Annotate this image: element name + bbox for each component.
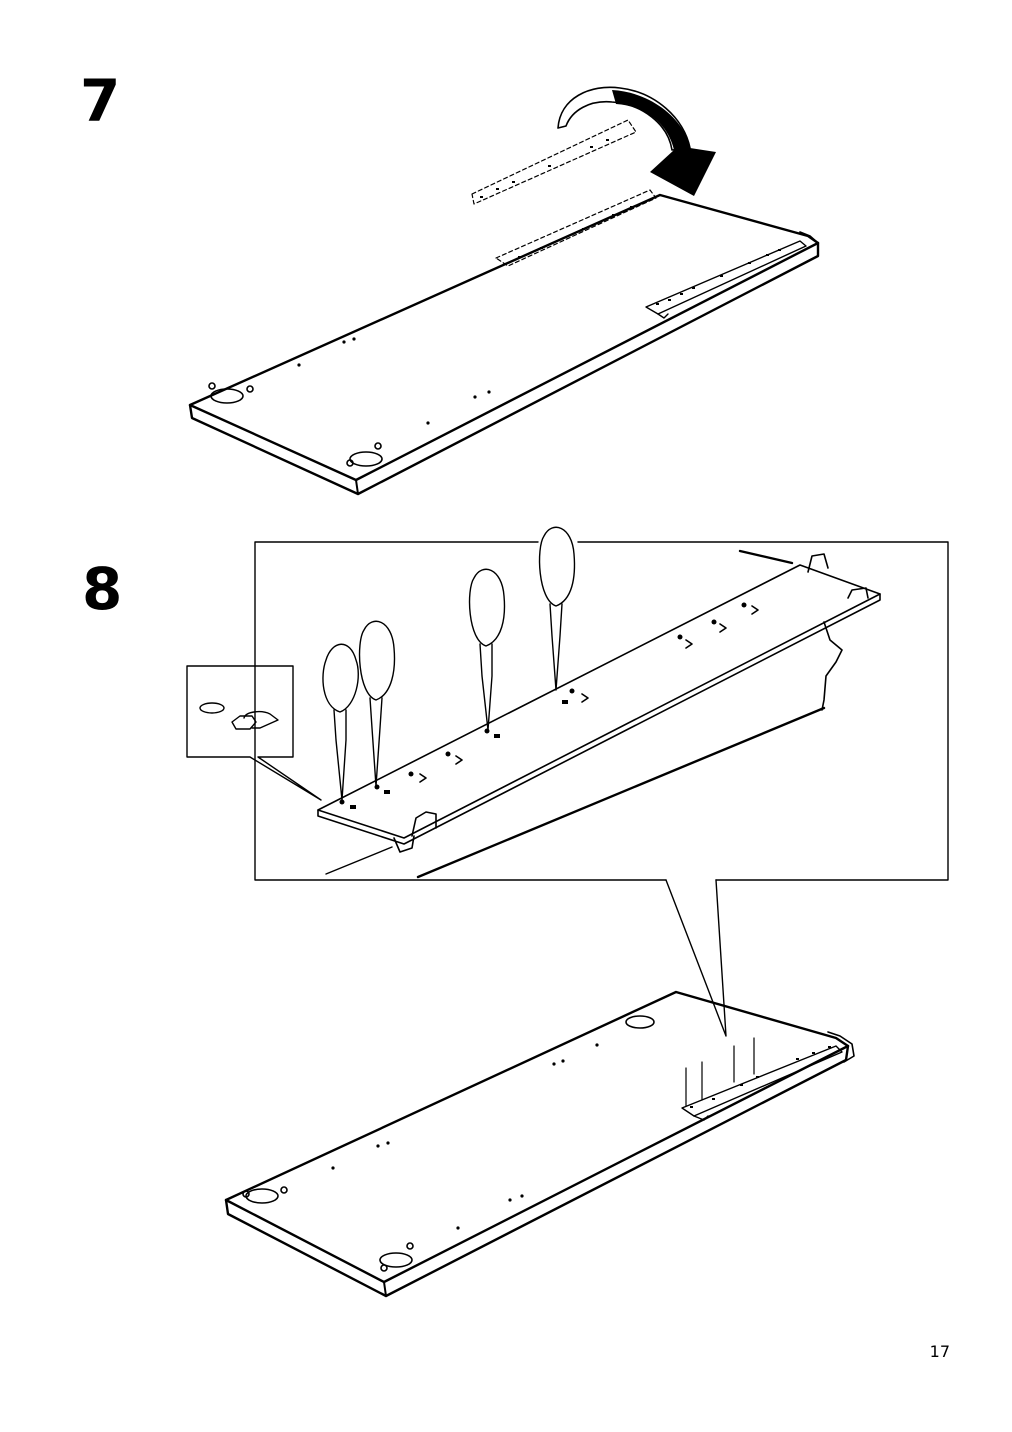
cam-hole-icon	[625, 1015, 655, 1029]
cam-hole-icon	[346, 442, 383, 467]
step8-detail-frame	[186, 526, 949, 1037]
mounted-rail	[681, 1045, 843, 1121]
step-number: 8	[82, 555, 123, 623]
rail-closeup	[317, 553, 881, 853]
cam-hole-icon	[379, 1242, 414, 1272]
panel-top-face	[188, 193, 820, 482]
step7-panel	[188, 86, 820, 496]
step-number: 7	[80, 67, 121, 135]
awl-icon	[322, 643, 359, 801]
panel-front-edge	[188, 241, 820, 496]
awl-icon	[358, 620, 396, 787]
flip-arrow-icon	[557, 86, 716, 196]
step8-panel	[224, 990, 855, 1298]
panel-top-face	[224, 990, 850, 1284]
page-number: 17	[929, 1342, 950, 1361]
mounted-rail	[645, 240, 807, 319]
hole-detail-inset	[186, 665, 322, 801]
ghost-rail	[471, 119, 657, 267]
panel-front-edge	[224, 1044, 850, 1298]
cam-hole-icon	[242, 1186, 288, 1204]
awl-icon	[538, 526, 576, 691]
cam-hole-icon	[208, 382, 254, 404]
hole-detail-icon	[199, 702, 279, 730]
awl-icon	[468, 568, 506, 731]
